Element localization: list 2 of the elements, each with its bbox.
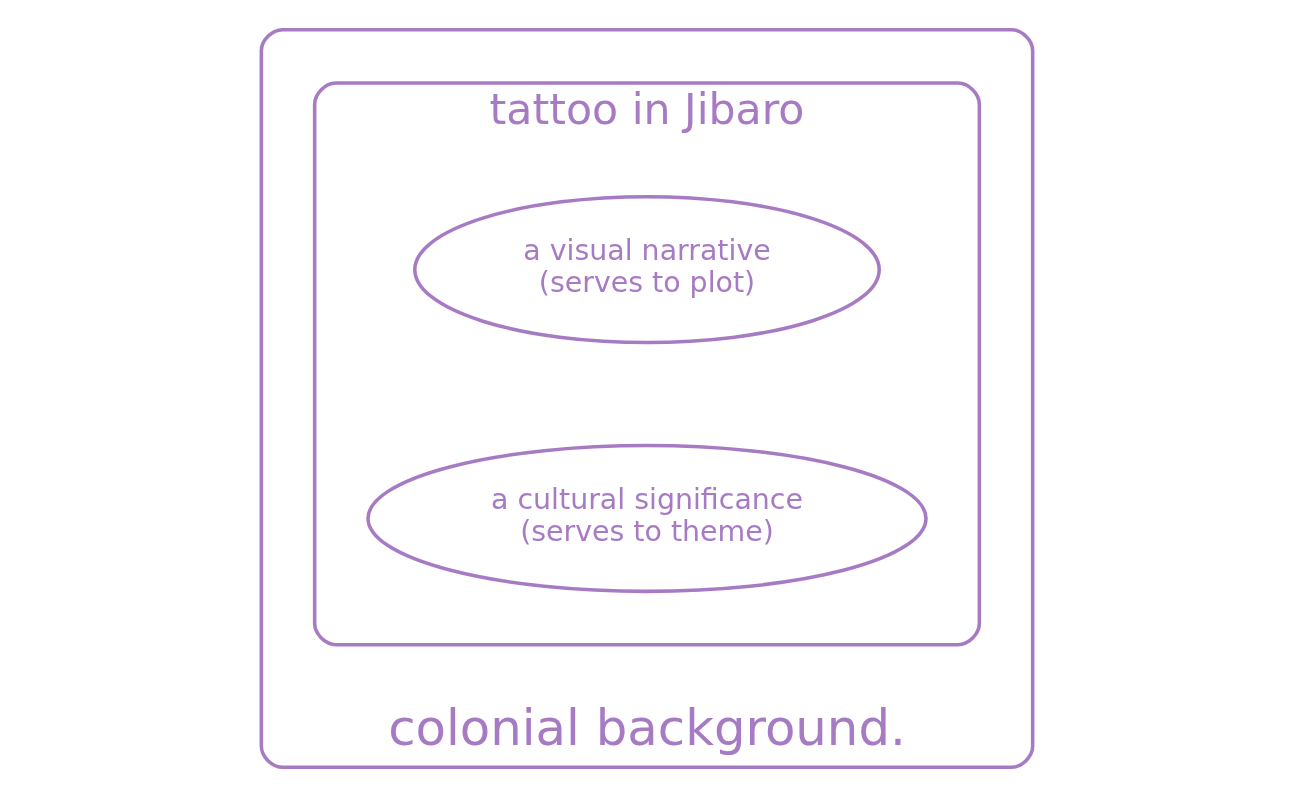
node-ellipse: a cultural significance (serves to theme) — [365, 443, 928, 594]
node-ellipse: a visual narrative (serves to plot) — [412, 194, 881, 345]
